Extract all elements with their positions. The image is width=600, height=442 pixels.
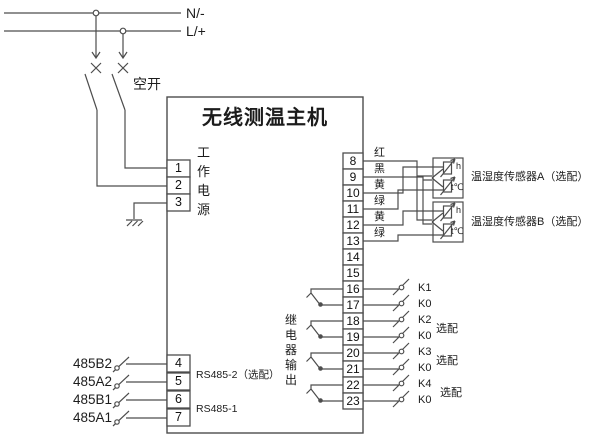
temperature-sensor-icon <box>440 176 456 196</box>
sensor-b-label: 温湿度传感器B（选配） <box>471 216 589 228</box>
terminal-number-10: 10 <box>346 186 360 200</box>
bus-label-485a1: 485A1 <box>72 410 112 425</box>
sensor-a-humidity-symbol: h <box>456 161 462 171</box>
terminal-number-6: 6 <box>175 392 182 406</box>
sensor-a-temperature-symbol: t℃ <box>451 182 464 192</box>
sensor-b-humidity-symbol: h <box>456 205 462 215</box>
terminal-number-3: 3 <box>175 195 182 209</box>
terminal-number-4: 4 <box>175 356 182 370</box>
wire-color-red: 红 <box>374 147 385 159</box>
terminal-number-9: 9 <box>349 170 357 184</box>
disconnect-switch-icon <box>114 419 120 425</box>
terminal-number-1: 1 <box>175 161 182 175</box>
disconnect-switch-icon <box>114 383 120 389</box>
disconnect-switch-icon <box>114 401 120 407</box>
optional-label-2: 选配 <box>436 355 458 367</box>
breaker-label: 空开 <box>133 76 161 92</box>
terminal-number-7: 7 <box>175 410 182 424</box>
sensor-a-box <box>431 157 464 199</box>
relay-switch-wires <box>363 278 410 408</box>
relay-switch-icon <box>398 348 405 355</box>
wire-color-green-b: 绿 <box>374 227 385 239</box>
bus-label-485b1: 485B1 <box>72 392 112 407</box>
sensor-wiring <box>363 160 443 242</box>
relay-channel-k2: K2 <box>418 314 432 326</box>
terminal-number-16: 16 <box>346 282 360 296</box>
terminal-number-14: 14 <box>346 250 360 264</box>
relay-switch-icon <box>398 300 405 307</box>
relay-channel-k3: K3 <box>418 346 432 358</box>
sensor-a-label: 温湿度传感器A（选配） <box>471 171 589 183</box>
terminal-number-22: 22 <box>346 378 360 392</box>
junction-dot-n <box>92 9 100 17</box>
relay-contact-icon <box>306 352 343 371</box>
wire-color-black: 黑 <box>374 163 385 175</box>
power-bus-lines <box>4 9 181 35</box>
terminal-number-17: 17 <box>346 298 360 312</box>
host-title: 无线测温主机 <box>202 107 328 129</box>
wire-color-green-a: 绿 <box>374 195 385 207</box>
terminal-number-8: 8 <box>349 154 357 168</box>
disconnect-switch-icon <box>114 365 120 371</box>
terminal-number-11: 11 <box>346 202 360 216</box>
junction-dot-l <box>119 27 127 35</box>
sensor-b-box <box>431 201 464 243</box>
terminal-number-18: 18 <box>346 314 360 328</box>
relay-output-label: 继电器输出 <box>284 313 297 387</box>
ground-icon <box>126 202 167 227</box>
relay-channel-k0-4: K0 <box>418 394 432 406</box>
optional-label-1: 选配 <box>436 323 458 335</box>
rs485-port1-label: RS485-1 <box>196 403 238 415</box>
relay-contact-icon <box>306 320 343 339</box>
relay-switch-icon <box>398 380 405 387</box>
relay-contact-icon <box>306 384 343 403</box>
terminal-number-13: 13 <box>346 234 360 248</box>
terminal-number-21: 21 <box>346 362 360 376</box>
wire-color-yellow-a: 黄 <box>374 179 385 191</box>
terminal-number-2: 2 <box>175 178 182 192</box>
wire-fan-icon <box>431 168 444 188</box>
live-line-label: L/+ <box>186 23 206 39</box>
relay-channel-k1: K1 <box>418 282 432 294</box>
sensor-b-temperature-symbol: t℃ <box>451 226 464 236</box>
host-box <box>166 96 364 434</box>
rs485-port2-label: RS485-2（选配） <box>196 369 280 381</box>
relay-switch-icon <box>398 396 405 403</box>
terminal-number-23: 23 <box>346 394 360 408</box>
bus-label-485a2: 485A2 <box>72 374 112 389</box>
relay-channel-k0-2: K0 <box>418 330 432 342</box>
terminal-number-12: 12 <box>346 218 360 232</box>
relay-switch-icon <box>398 364 405 371</box>
temperature-sensor-icon <box>440 220 456 240</box>
terminal-number-19: 19 <box>346 330 360 344</box>
terminal-boxes <box>166 152 364 427</box>
humidity-sensor-icon <box>440 202 456 222</box>
breaker-pole-l-icon <box>111 34 167 169</box>
bus-label-485b2: 485B2 <box>72 356 112 371</box>
humidity-sensor-icon <box>440 158 456 178</box>
terminal-number-5: 5 <box>175 374 182 388</box>
wire-fan-icon <box>431 212 444 232</box>
relay-switch-icon <box>398 284 405 291</box>
breaker-pole-n-icon <box>84 16 167 187</box>
relay-channel-k4: K4 <box>418 378 432 390</box>
power-terminal-label: 工作电源 <box>196 145 210 217</box>
rs485-wires <box>112 356 167 427</box>
wire-color-yellow-b: 黄 <box>374 211 385 223</box>
optional-label-3: 选配 <box>440 387 462 399</box>
neutral-line-label: N/- <box>186 5 205 21</box>
relay-contact-icon <box>306 288 343 307</box>
relay-switch-icon <box>398 332 405 339</box>
relay-channel-k0-1: K0 <box>418 298 432 310</box>
terminal-number-20: 20 <box>346 346 360 360</box>
relay-switch-icon <box>398 316 405 323</box>
terminal-number-15: 15 <box>346 266 360 280</box>
relay-channel-k0-3: K0 <box>418 362 432 374</box>
